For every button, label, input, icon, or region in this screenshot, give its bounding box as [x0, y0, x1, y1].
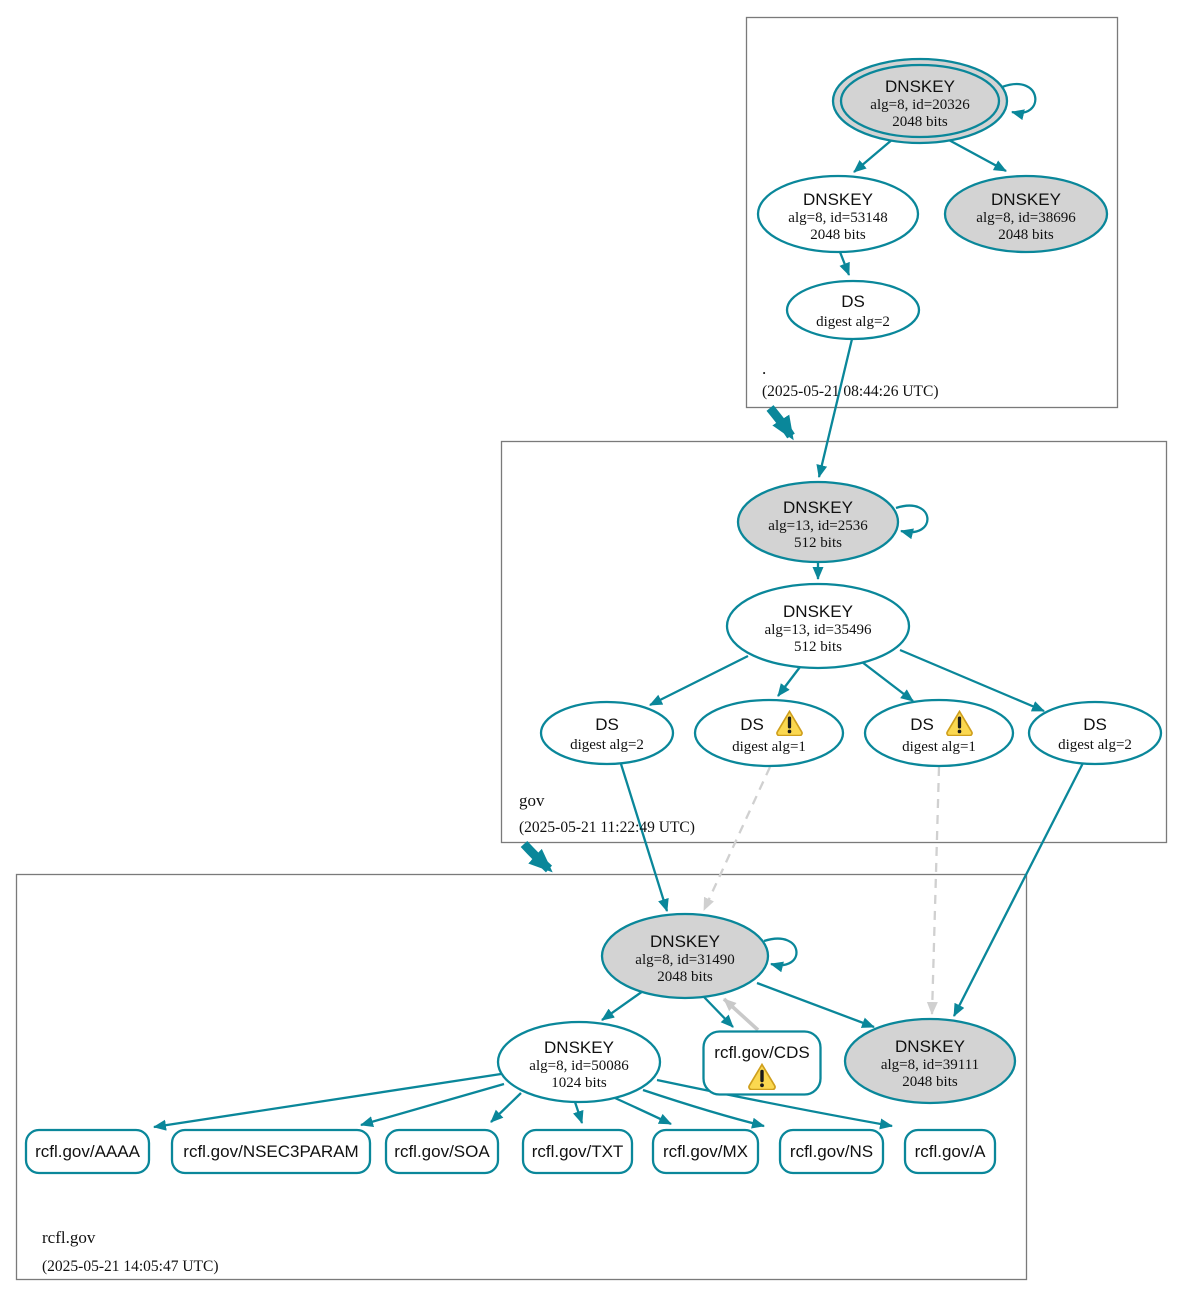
- edge-rcfl-zsk-to-nsec3param: [360, 1082, 505, 1127]
- node-dnskey-39111: DNSKEY alg=8, id=39111 2048 bits: [843, 1017, 1017, 1105]
- node-bits: 2048 bits: [902, 1074, 958, 1090]
- edge-root-ds-to-gov-ksk: [816, 338, 854, 478]
- node-rrset-nsec3param: rcfl.gov/NSEC3PARAM: [170, 1128, 372, 1175]
- rrset-label: rcfl.gov/A: [915, 1142, 987, 1161]
- node-title: DNSKEY: [803, 190, 873, 209]
- zone-label-root: .: [762, 359, 766, 378]
- rrset-label: rcfl.gov/NS: [790, 1142, 873, 1161]
- node-detail: alg=8, id=39111: [881, 1057, 979, 1073]
- node-bits: 512 bits: [794, 535, 842, 551]
- node-gov-ds4: DS digest alg=2: [1027, 700, 1163, 766]
- edge-root-zsk-to-ds: [838, 251, 851, 276]
- edge-rcfl-ksk-self-loop: [763, 937, 798, 973]
- node-title: DNSKEY: [783, 602, 853, 621]
- edge-gov-ds4-to-rcfl-ksk2: [952, 762, 1085, 1017]
- rrset-label: rcfl.gov/TXT: [532, 1142, 624, 1161]
- rrset-label: rcfl.gov/SOA: [394, 1142, 490, 1161]
- node-bits: 512 bits: [794, 639, 842, 655]
- edge-rcfl-cds-to-ksk-gray: [722, 997, 760, 1032]
- zone-timestamp-root: (2025-05-21 08:44:26 UTC): [762, 383, 939, 400]
- node-title: DS: [595, 715, 619, 734]
- node-rrset-txt: rcfl.gov/TXT: [521, 1128, 634, 1175]
- node-detail: alg=13, id=35496: [765, 622, 872, 638]
- node-rrset-aaaa: rcfl.gov/AAAA: [24, 1128, 151, 1175]
- node-detail: digest alg=1: [732, 739, 806, 755]
- node-detail: digest alg=2: [816, 314, 890, 330]
- node-title: DNSKEY: [885, 77, 955, 96]
- edge-gov-ds2-to-rcfl-ksk-dashed: [702, 766, 772, 911]
- node-gov-ds2: DS digest alg=1: [693, 698, 845, 768]
- zone-label-gov: gov: [519, 791, 545, 810]
- zone-timestamp-gov: (2025-05-21 11:22:49 UTC): [519, 819, 695, 836]
- node-gov-ds1: DS digest alg=2: [539, 700, 675, 766]
- node-dnskey-2536: DNSKEY alg=13, id=2536 512 bits: [736, 480, 900, 564]
- node-gov-ds3: DS digest alg=1: [863, 698, 1015, 768]
- edge-gov-ksk-self-loop: [895, 504, 929, 540]
- node-rrset-ns: rcfl.gov/NS: [778, 1128, 885, 1175]
- edge-rcfl-zsk-to-aaaa: [153, 1072, 502, 1131]
- edge-root-ksk-self-loop: [1001, 83, 1037, 121]
- node-title: DS: [1083, 715, 1107, 734]
- node-dnskey-38696: DNSKEY alg=8, id=38696 2048 bits: [943, 174, 1109, 254]
- edge-gov-ds1-to-rcfl-ksk: [619, 763, 669, 912]
- edge-root-ksk-to-ksk2: [946, 137, 1007, 173]
- node-detail: digest alg=2: [1058, 737, 1132, 753]
- edge-root-ksk-to-zsk: [853, 138, 894, 173]
- node-dnskey-20326: DNSKEY alg=8, id=20326 2048 bits: [831, 57, 1009, 145]
- rrset-label: rcfl.gov/NSEC3PARAM: [183, 1142, 358, 1161]
- node-title: DNSKEY: [544, 1038, 614, 1057]
- node-detail: alg=8, id=38696: [976, 210, 1076, 226]
- node-bits: 2048 bits: [657, 969, 713, 985]
- node-rrset-mx: rcfl.gov/MX: [651, 1128, 760, 1175]
- node-title: DNSKEY: [650, 932, 720, 951]
- node-title: DNSKEY: [991, 190, 1061, 209]
- node-bits: 2048 bits: [810, 227, 866, 243]
- node-detail: alg=8, id=20326: [870, 97, 970, 113]
- zone-timestamp-rcfl-gov: (2025-05-21 14:05:47 UTC): [42, 1258, 219, 1275]
- node-detail: alg=13, id=2536: [768, 518, 868, 534]
- node-bits: 1024 bits: [551, 1075, 607, 1091]
- node-dnskey-50086: DNSKEY alg=8, id=50086 1024 bits: [496, 1020, 662, 1104]
- node-title: DNSKEY: [895, 1037, 965, 1056]
- edge-gov-zsk-to-ds3: [861, 661, 914, 702]
- node-bits: 2048 bits: [998, 227, 1054, 243]
- edge-rcfl-zsk-to-a: [656, 1078, 893, 1130]
- node-detail: digest alg=2: [570, 737, 644, 753]
- node-root-ds: DS digest alg=2: [785, 279, 921, 341]
- delegation-arrow-gov-to-rcfl: [520, 840, 553, 873]
- node-dnskey-53148: DNSKEY alg=8, id=53148 2048 bits: [756, 174, 920, 254]
- node-title: DS: [841, 292, 865, 311]
- edge-gov-zsk-to-ds1: [649, 654, 749, 707]
- delegation-arrow-root-to-gov: [766, 405, 795, 441]
- edge-gov-zsk-to-ds4: [899, 648, 1045, 713]
- node-detail: alg=8, id=50086: [529, 1058, 629, 1074]
- node-title: DS: [740, 715, 764, 734]
- edge-rcfl-zsk-to-ns: [642, 1088, 765, 1129]
- node-detail: alg=8, id=31490: [635, 952, 734, 968]
- edge-rcfl-zsk-to-soa: [490, 1092, 522, 1123]
- node-title: DNSKEY: [783, 498, 853, 517]
- node-dnskey-35496: DNSKEY alg=13, id=35496 512 bits: [725, 582, 911, 670]
- node-rcfl-cds: rcfl.gov/CDS: [702, 1030, 822, 1096]
- node-rrset-a: rcfl.gov/A: [903, 1128, 997, 1175]
- node-rrset-soa: rcfl.gov/SOA: [384, 1128, 500, 1175]
- edge-rcfl-ksk-to-cds: [703, 996, 734, 1028]
- node-dnskey-31490: DNSKEY alg=8, id=31490 2048 bits: [600, 912, 770, 1000]
- edge-rcfl-zsk-to-txt: [572, 1101, 584, 1124]
- edge-rcfl-ksk-to-ksk2: [756, 981, 875, 1029]
- rrset-label: rcfl.gov/MX: [663, 1142, 748, 1161]
- zone-label-rcfl-gov: rcfl.gov: [42, 1228, 96, 1247]
- node-title: DS: [910, 715, 934, 734]
- edge-gov-zsk-to-ds2: [777, 666, 801, 697]
- rrset-label: rcfl.gov/AAAA: [35, 1142, 141, 1161]
- node-detail: alg=8, id=53148: [788, 210, 887, 226]
- node-bits: 2048 bits: [892, 114, 948, 130]
- node-title: rcfl.gov/CDS: [714, 1043, 809, 1062]
- edge-rcfl-zsk-to-mx: [614, 1096, 672, 1126]
- node-detail: digest alg=1: [902, 739, 976, 755]
- edge-rcfl-ksk-to-zsk: [601, 990, 644, 1021]
